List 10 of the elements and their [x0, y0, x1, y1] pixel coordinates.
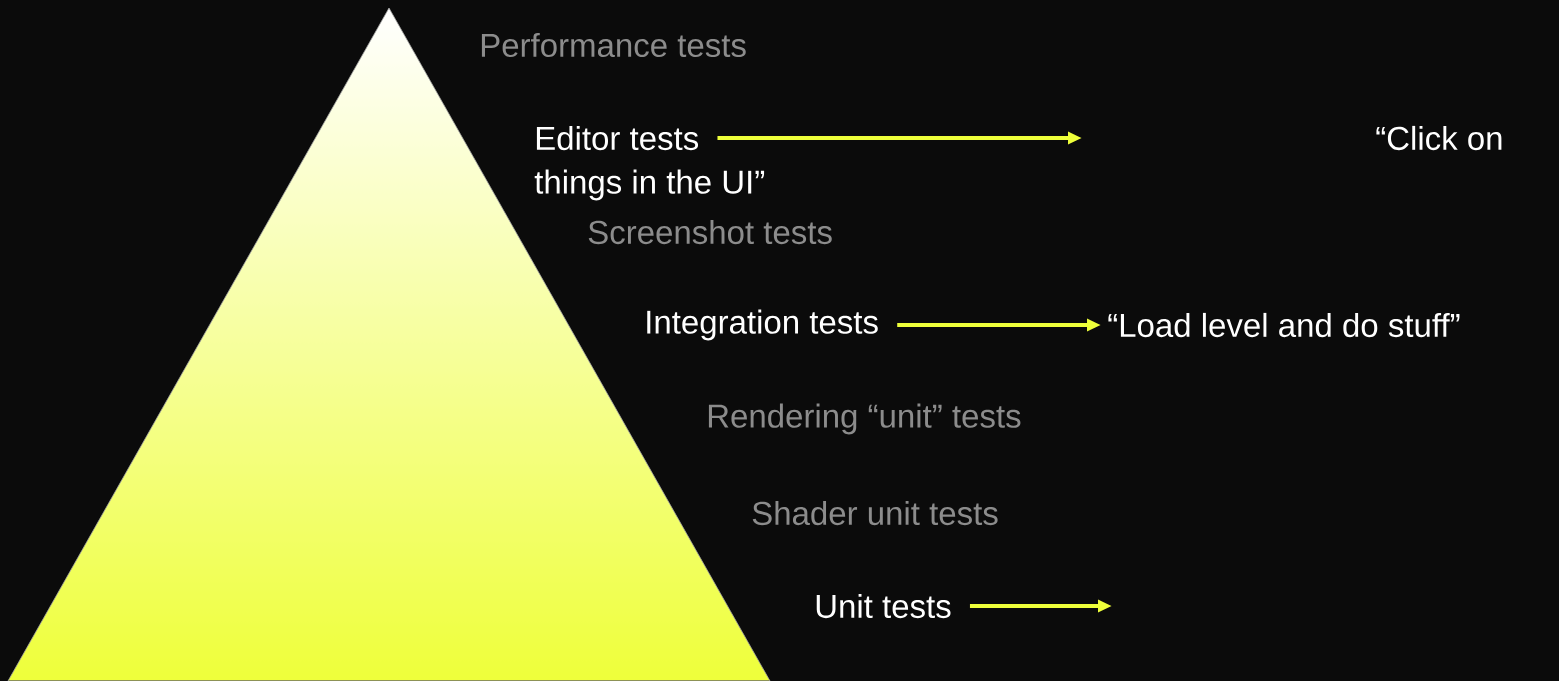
- node-text: Performance tests: [481, 32, 746, 58]
- node-text: Screenshot tests: [588, 219, 832, 245]
- node-text: Unit tests: [816, 593, 951, 619]
- node-text: Integration tests: [647, 309, 878, 341]
- text: things in the UI”: [534, 169, 765, 201]
- node-text: Shader unit tests: [752, 500, 998, 526]
- node-text: “Click on: [1376, 125, 1502, 151]
- node-text: “Load level and do stuff”: [1108, 312, 1460, 338]
- node-text: Rendering “unit” tests: [708, 403, 1021, 435]
- node-text: Editor tests: [536, 125, 699, 151]
